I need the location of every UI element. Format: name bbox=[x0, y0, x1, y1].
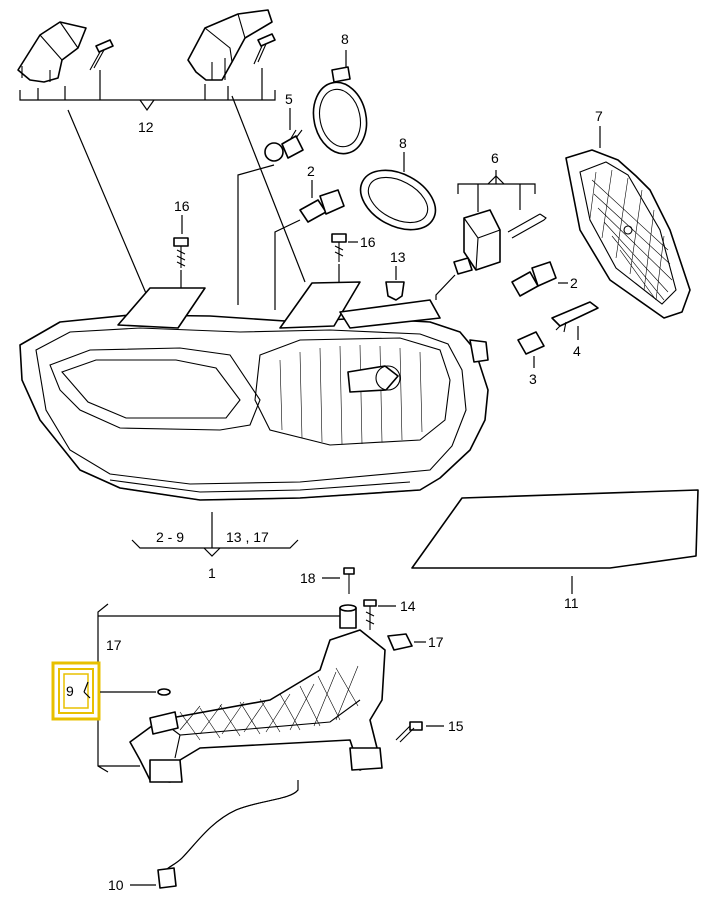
label-17-right: 17 bbox=[428, 634, 444, 650]
clip-13 bbox=[385, 281, 405, 301]
label-2-lower: 2 bbox=[570, 275, 578, 291]
grommet-18 bbox=[339, 567, 357, 629]
bulb-5 bbox=[264, 129, 304, 162]
screw-14 bbox=[363, 599, 377, 630]
label-12: 12 bbox=[138, 119, 154, 135]
label-1: 1 bbox=[208, 565, 216, 581]
label-8-upper: 8 bbox=[341, 31, 349, 47]
label-11: 11 bbox=[564, 595, 579, 611]
headlamp-housing bbox=[19, 281, 489, 501]
label-10: 10 bbox=[108, 877, 124, 893]
bulb-2-upper bbox=[299, 189, 345, 223]
group-label-right: 13 , 17 bbox=[226, 529, 269, 545]
label-16-right: 16 bbox=[360, 234, 376, 250]
label-13: 13 bbox=[390, 249, 406, 265]
lens-11 bbox=[411, 489, 699, 569]
washer-9 bbox=[157, 688, 171, 696]
label-3: 3 bbox=[529, 371, 537, 387]
bulb-3 bbox=[517, 331, 545, 355]
label-14: 14 bbox=[400, 598, 416, 614]
clip-17 bbox=[387, 633, 413, 651]
group-label-left: 2 - 9 bbox=[156, 529, 184, 545]
lower-bracket bbox=[129, 629, 386, 783]
module-6 bbox=[453, 209, 547, 275]
label-2-upper: 2 bbox=[307, 163, 315, 179]
bracket-left bbox=[17, 21, 114, 83]
label-7: 7 bbox=[595, 108, 603, 124]
cover-7 bbox=[565, 149, 691, 319]
screw-16-right bbox=[331, 233, 347, 262]
bulb-2-lower bbox=[511, 261, 557, 297]
bracket-right bbox=[187, 9, 276, 81]
harness-10 bbox=[157, 780, 299, 889]
label-15: 15 bbox=[448, 718, 464, 734]
label-18: 18 bbox=[300, 570, 316, 586]
screw-15 bbox=[395, 721, 423, 743]
screw-16-left bbox=[173, 237, 189, 268]
label-9: 9 bbox=[66, 683, 74, 699]
highlight-box-9[interactable] bbox=[51, 661, 101, 721]
label-16-left: 16 bbox=[174, 198, 190, 214]
label-6: 6 bbox=[491, 150, 499, 166]
holder-4 bbox=[551, 301, 599, 333]
ring-8-lower bbox=[359, 169, 437, 231]
label-17-left: 17 bbox=[106, 637, 122, 653]
label-5: 5 bbox=[285, 91, 293, 107]
label-4: 4 bbox=[573, 343, 581, 359]
label-8-lower: 8 bbox=[399, 135, 407, 151]
ring-8-upper bbox=[312, 66, 368, 155]
